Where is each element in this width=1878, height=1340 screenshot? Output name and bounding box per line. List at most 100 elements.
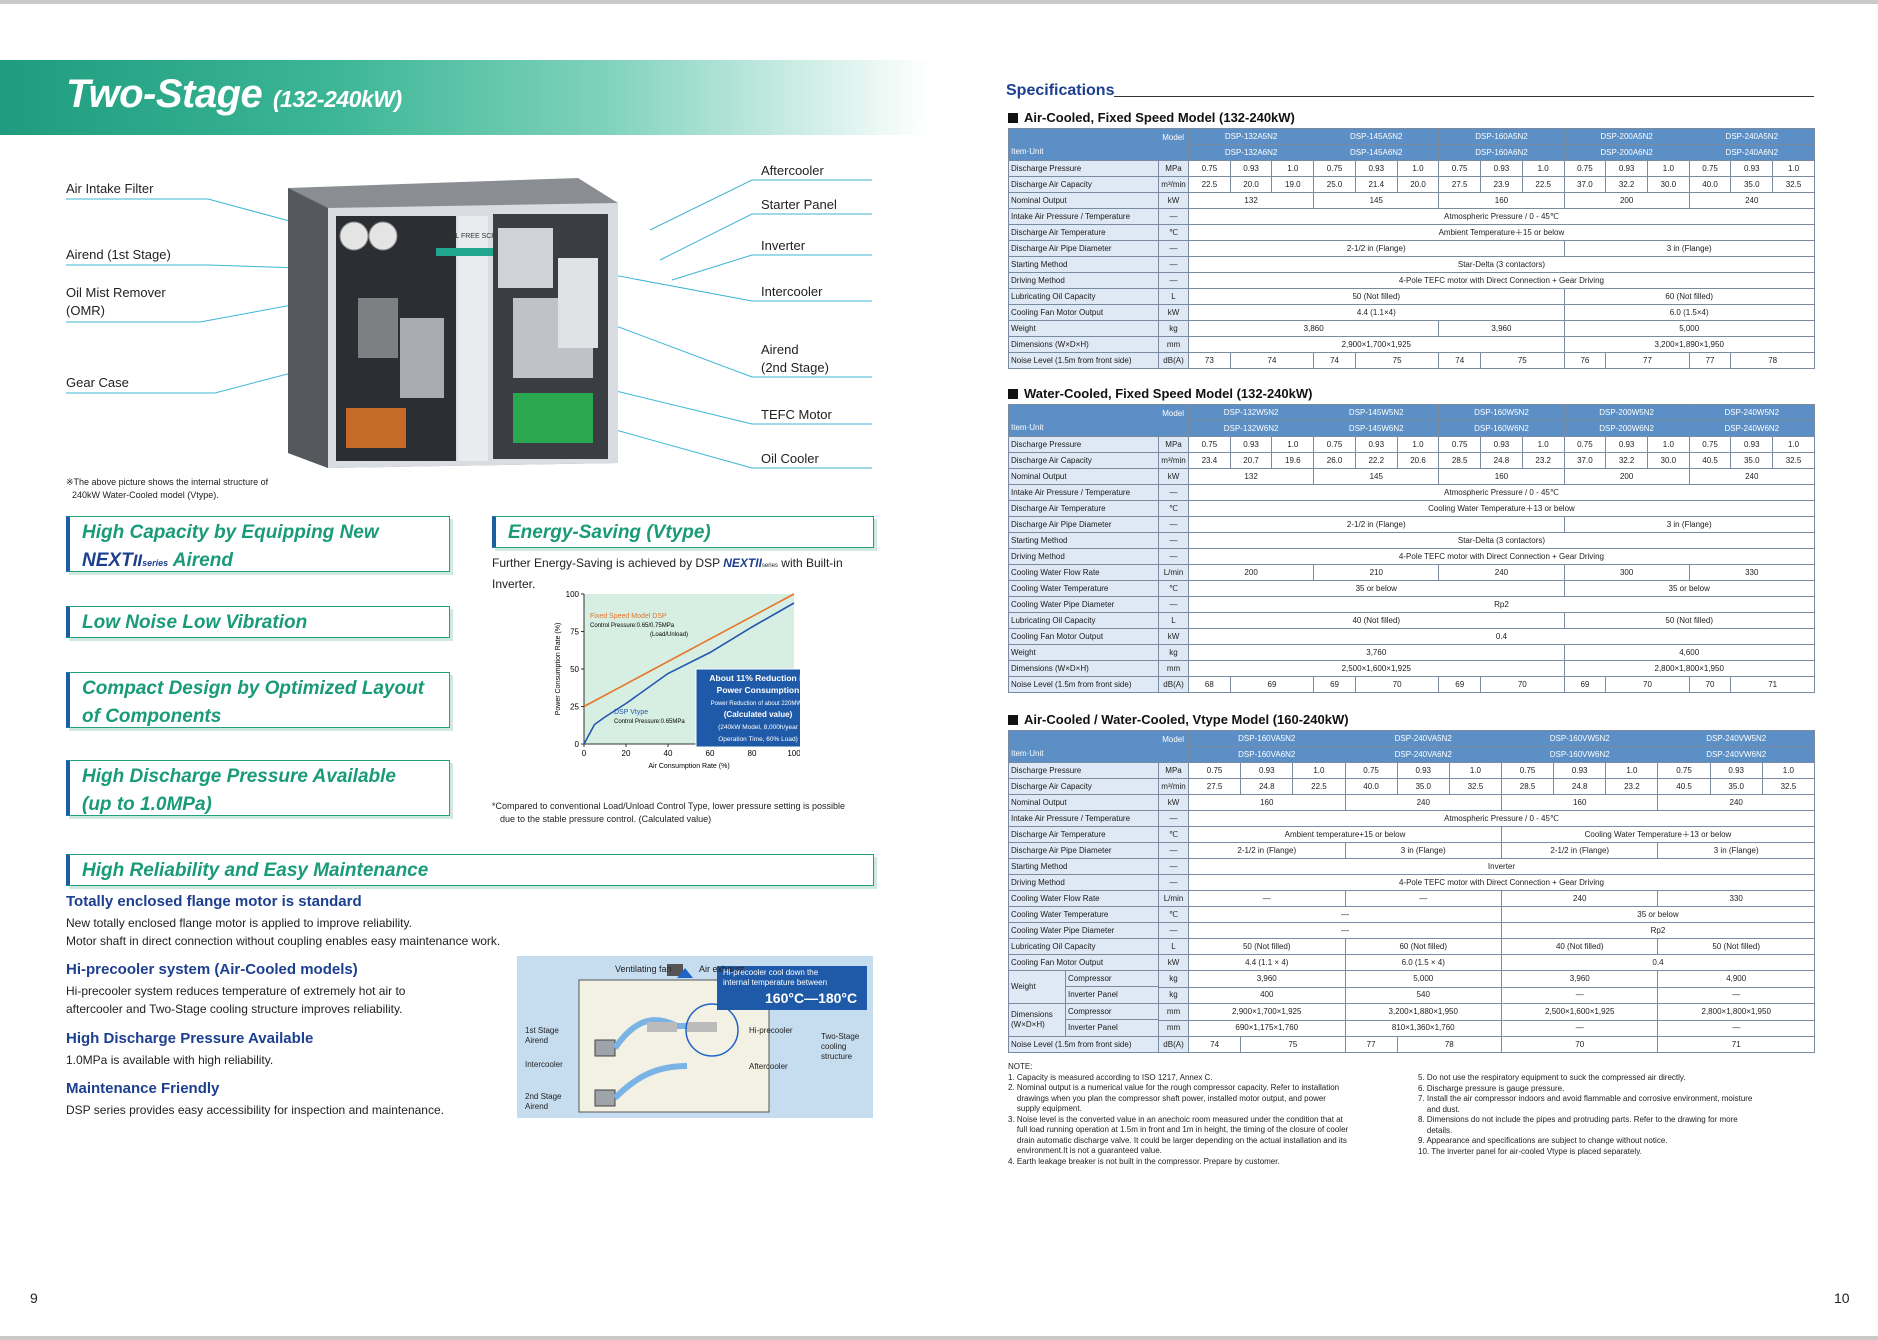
t2-model-name: DSP-145W6N2 [1313, 420, 1440, 437]
notes-left: NOTE: 1. Capacity is measured according … [1008, 1062, 1398, 1167]
t3-weight-cell: 540 [1344, 986, 1502, 1004]
t2-cell: Rp2 [1188, 596, 1815, 613]
section-text-high-pressure: 1.0MPa is available with high reliabilit… [66, 1053, 274, 1067]
t1-cell: 20.0 [1396, 176, 1440, 193]
t3-cell: 0.4 [1500, 954, 1815, 971]
t3-model-name: DSP-240VW5N2 [1657, 730, 1815, 747]
notes-title: NOTE: [1008, 1062, 1033, 1071]
diagram-intercooler: Intercooler [525, 1060, 563, 1069]
t1-row-label: Lubricating Oil Capacity [1008, 288, 1159, 305]
t1-cell: 0.93 [1354, 160, 1398, 177]
t2-cell: Atmospheric Pressure / 0 - 45℃ [1188, 484, 1815, 501]
t3-cell: 160 [1188, 794, 1346, 811]
cooling-diagram: Ventilating fan Air exhaust Hi-precooler… [517, 956, 873, 1118]
t1-cell: 3 in (Flange) [1563, 240, 1815, 257]
t3-row-label: Cooling Water Temperature [1008, 906, 1159, 923]
t3-row-label: Discharge Pressure [1008, 762, 1159, 779]
t3-noise-cell: 75 [1240, 1036, 1346, 1053]
t2-row: Driving Method—4-Pole TEFC motor with Di… [1008, 548, 1815, 565]
t1-cell: 32.5 [1772, 176, 1815, 193]
callout-airend-2nd-2: (2nd Stage) [761, 360, 829, 375]
t2-model-name: DSP-160W6N2 [1438, 420, 1565, 437]
t1-cell: 4-Pole TEFC motor with Direct Connection… [1188, 272, 1815, 289]
compressor-image: OIL FREE SCREW V 240 [288, 178, 618, 468]
t3-cell: 1.0 [1761, 762, 1815, 779]
t2-model-name: DSP-200W5N2 [1563, 404, 1690, 421]
page-title: Two-Stage (132-240kW) [66, 72, 402, 116]
section-heading-high-pressure: High Discharge Pressure Available [66, 1030, 314, 1047]
t1-cell: 76 [1563, 352, 1607, 369]
t1-cell: 50 (Not filled) [1188, 288, 1565, 305]
t1-cell: 0.75 [1688, 160, 1732, 177]
photo-note-2: 240kW Water-Cooled model (Vtype). [72, 490, 219, 500]
t1-row-unit: kg [1157, 320, 1190, 337]
t3-cell: 0.93 [1240, 762, 1294, 779]
t1-cell: 0.93 [1229, 160, 1273, 177]
t2-cell: 28.5 [1438, 452, 1482, 469]
t2-cell: 0.75 [1563, 436, 1607, 453]
t3-cell: — [1188, 890, 1346, 907]
t2-row: Discharge Air Pipe Diameter—2-1/2 in (Fl… [1008, 516, 1815, 533]
t2-cell: 37.0 [1563, 452, 1607, 469]
t3-model-name: DSP-160VW6N2 [1500, 746, 1659, 763]
t2-cell: 240 [1438, 564, 1565, 581]
t1-cell: 23.9 [1480, 176, 1523, 193]
t1-cell: 0.75 [1188, 160, 1231, 177]
bottom-edge [0, 1336, 1878, 1340]
t1-model-name: DSP-132A5N2 [1188, 128, 1315, 145]
t1-cell: 0.75 [1438, 160, 1482, 177]
t2-cell: 0.93 [1730, 436, 1774, 453]
t1-row-label: Intake Air Pressure / Temperature [1008, 208, 1159, 225]
t3-cell: 1.0 [1292, 762, 1346, 779]
t1-row: Intake Air Pressure / Temperature—Atmosp… [1008, 208, 1815, 225]
t2-row-unit: ℃ [1157, 500, 1190, 517]
t1-cell: 74 [1438, 352, 1482, 369]
t3-cell: 22.5 [1292, 778, 1346, 795]
t3-cell: 35 or below [1500, 906, 1815, 923]
t3-cell: 3 in (Flange) [1657, 842, 1815, 859]
t3-weight-cell: 4,900 [1657, 970, 1815, 988]
t1-cell: Ambient Temperature＋15 or below [1188, 224, 1815, 241]
t1-cell: 132 [1188, 192, 1315, 209]
callout-inverter: Inverter [761, 238, 806, 253]
t1-row-unit: MPa [1157, 160, 1190, 177]
callout-gear-case: Gear Case [66, 375, 129, 390]
t2-model-name: DSP-160W5N2 [1438, 404, 1565, 421]
t2-cell: 70 [1480, 676, 1565, 693]
t3-row: Intake Air Pressure / Temperature—Atmosp… [1008, 810, 1815, 827]
feature-energy-saving: Energy-Saving (Vtype) [492, 516, 874, 548]
t2-row-label: Noise Level (1.5m from front side) [1008, 676, 1159, 693]
corner-model-label: Model [1162, 734, 1185, 744]
t2-row-label: Intake Air Pressure / Temperature [1008, 484, 1159, 501]
feature-high-capacity: High Capacity by Equipping New NEXTIIser… [66, 516, 450, 572]
t3-cell: 40.0 [1344, 778, 1398, 795]
t2-row-label: Discharge Pressure [1008, 436, 1159, 453]
t1-cell: 77 [1605, 352, 1690, 369]
t1-row-unit: kW [1157, 304, 1190, 321]
t3-row-label: Cooling Fan Motor Output [1008, 954, 1159, 971]
t2-row-unit: — [1157, 548, 1190, 565]
t3-dimensions-cell: 2,500×1,600×1,925 [1500, 1003, 1659, 1021]
t1-model-name: DSP-160A5N2 [1438, 128, 1565, 145]
note-line: 6. Discharge pressure is gauge pressure. [1418, 1083, 1565, 1093]
t3-noise-cell: 70 [1500, 1036, 1659, 1053]
t2-cell: 1.0 [1646, 436, 1690, 453]
reduction-box-line: About 11% Reduction in [709, 673, 800, 683]
t1-cell: 5,000 [1563, 320, 1815, 337]
diagram-temp: 160°C—180°C [765, 990, 858, 1006]
t2-cell: 160 [1438, 468, 1565, 485]
t3-cell: 240 [1344, 794, 1502, 811]
t1-cell: 73 [1188, 352, 1231, 369]
t2-row: Intake Air Pressure / Temperature—Atmosp… [1008, 484, 1815, 501]
t2-cell: 210 [1313, 564, 1440, 581]
t3-dimensions-unit: mm [1157, 1003, 1190, 1021]
t3-noise-label: Noise Level (1.5m from front side) [1008, 1036, 1159, 1053]
